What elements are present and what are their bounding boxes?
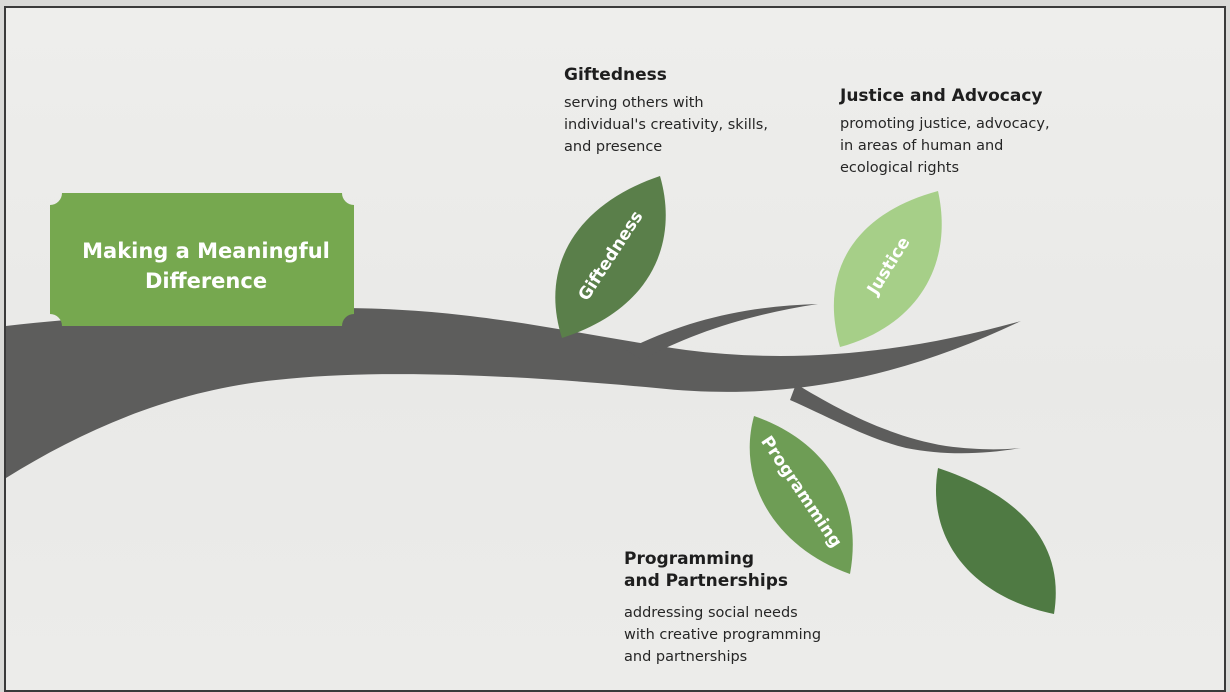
justice-desc-line: ecological rights <box>840 160 960 176</box>
upper-twig <box>626 304 818 360</box>
banner-title: Making a Meaningful Difference <box>58 236 354 296</box>
banner-line-1: Making a Meaningful <box>82 239 330 263</box>
justice-title: Justice and Advocacy <box>840 86 1043 106</box>
diagram-frame: Making a Meaningful Difference Giftednes… <box>4 6 1226 692</box>
programming-title: Programming and Partnerships <box>624 548 821 592</box>
programming-desc-line: and partnerships <box>624 649 748 665</box>
programming-desc-line: addressing social needs <box>624 605 798 621</box>
leaf-programming <box>749 416 853 574</box>
justice-desc: promoting justice, advocacy, in areas of… <box>840 113 1050 179</box>
programming-desc-line: with creative programming <box>624 627 822 643</box>
programming-title-line: and Partnerships <box>624 571 788 591</box>
banner-line-2: Difference <box>144 269 268 293</box>
giftedness-title: Giftedness <box>564 65 667 85</box>
giftedness-desc-line: serving others with <box>564 95 704 111</box>
justice-desc-line: promoting justice, advocacy, <box>840 116 1050 132</box>
programming-desc: addressing social needs with creative pr… <box>624 602 821 668</box>
main-branch <box>6 308 1021 478</box>
justice-desc-line: in areas of human and <box>840 138 1004 154</box>
leaf-plain <box>935 468 1056 614</box>
lower-twig <box>790 384 1021 454</box>
programming-title-line: Programming <box>624 549 755 569</box>
giftedness-desc: serving others with individual's creativ… <box>564 92 768 158</box>
giftedness-label: Giftedness serving others with individua… <box>564 64 768 158</box>
leaf-justice <box>833 191 942 347</box>
giftedness-desc-line: individual's creativity, skills, <box>564 117 768 133</box>
banner-shape <box>50 193 354 326</box>
leaf-giftedness <box>555 176 666 338</box>
tree-illustration <box>6 176 1056 614</box>
programming-label: Programming and Partnerships addressing … <box>624 548 821 668</box>
justice-label: Justice and Advocacy promoting justice, … <box>840 85 1050 179</box>
giftedness-desc-line: and presence <box>564 139 663 155</box>
